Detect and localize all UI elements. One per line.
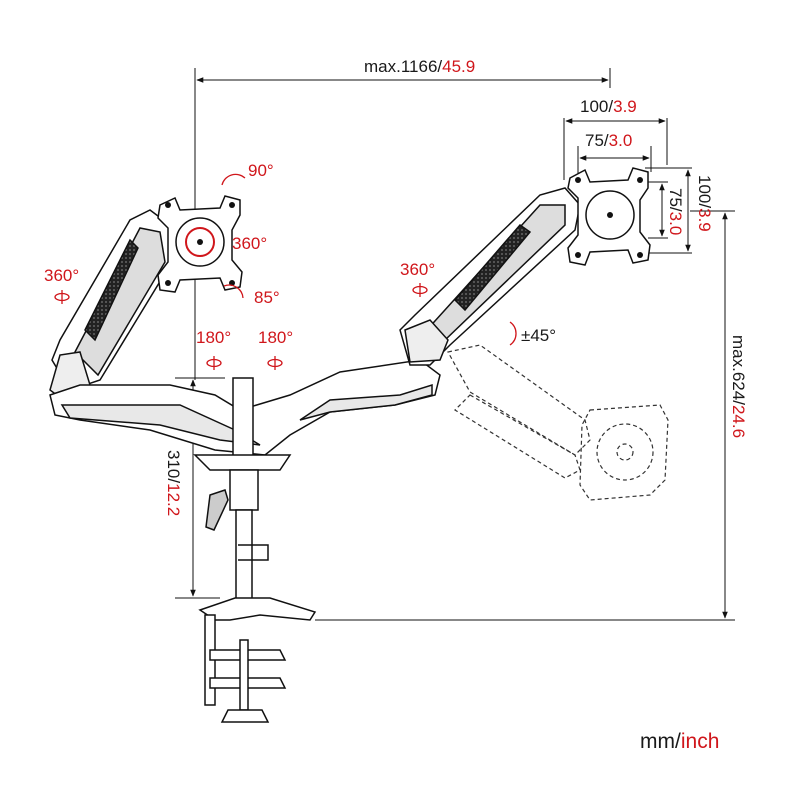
pole-height-label: 310/12.2 — [164, 450, 183, 516]
right-vesa-plate — [567, 167, 651, 266]
vesa-outer-label: 100/3.9 — [580, 97, 637, 116]
unit-sep: / — [675, 730, 681, 753]
angle-right-swivel: 360° — [400, 260, 435, 279]
crossbar — [49, 359, 441, 456]
vesa-inner-label: 75/3.0 — [585, 131, 632, 150]
angle-left-tilt-up: 90° — [248, 161, 274, 180]
vesa-outer-vertical-label: 100/3.9 — [695, 175, 714, 232]
vesa-inner-vertical-label: 75/3.0 — [666, 188, 685, 235]
angle-left-swivel: 360° — [44, 266, 79, 285]
max-width-label: max.1166/45.9 — [364, 57, 475, 76]
unit-inch: inch — [680, 730, 720, 753]
angle-arm-swivel-right: 180° — [258, 328, 293, 347]
angle-left-tilt-down: 85° — [254, 288, 280, 307]
angle-right-tilt: ±45° — [521, 326, 556, 345]
unit-legend: mm/inch — [640, 730, 719, 754]
rotation-symbols — [54, 173, 517, 370]
max-height-label: max.624/24.6 — [729, 335, 748, 438]
left-arm — [49, 209, 171, 406]
desk-clamp — [198, 597, 317, 723]
angle-left-rotate: 360° — [232, 234, 267, 253]
left-vesa-plate — [157, 195, 243, 293]
tilted-arm-ghost — [447, 344, 669, 501]
unit-mm: mm — [640, 730, 675, 753]
pole — [193, 377, 292, 601]
angle-arm-swivel-left: 180° — [196, 328, 231, 347]
right-arm — [399, 187, 581, 366]
